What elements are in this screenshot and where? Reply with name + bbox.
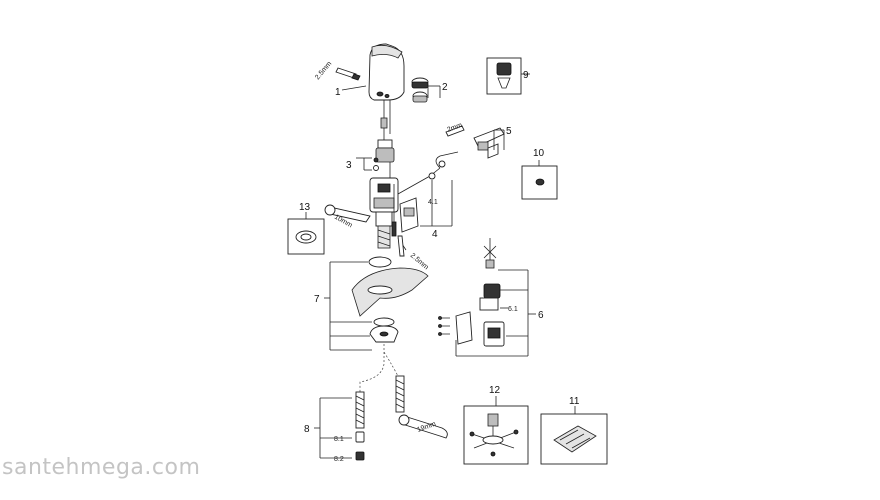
watermark-text: santehmega.com bbox=[2, 455, 201, 480]
aerator bbox=[411, 77, 429, 103]
seal-ring-box bbox=[287, 218, 325, 255]
callout-1: 1 bbox=[335, 87, 341, 98]
hex-key-2-5mm: 2.5mm bbox=[314, 60, 361, 81]
button-cap-box bbox=[521, 165, 558, 200]
wrench-10mm: 10mm bbox=[324, 204, 371, 230]
callout-8: 8 bbox=[304, 424, 310, 435]
connection-hose-set: 2.5mm bbox=[397, 151, 459, 271]
callout-7: 7 bbox=[314, 294, 320, 305]
callout-2: 2 bbox=[442, 82, 448, 93]
callout-8-2: 8.2 bbox=[334, 456, 344, 463]
svg-text:2mm: 2mm bbox=[446, 122, 463, 134]
callout-6-1: 6.1 bbox=[508, 306, 518, 313]
battery-box-set bbox=[438, 238, 505, 347]
valve-body bbox=[369, 128, 399, 249]
faucet-spout bbox=[368, 43, 405, 134]
callout-10: 10 bbox=[533, 148, 545, 159]
aerator-key-box bbox=[486, 57, 522, 95]
callout-4-1: 4.1 bbox=[428, 199, 438, 206]
callout-4: 4 bbox=[432, 229, 438, 240]
callout-8-1: 8.1 bbox=[334, 436, 344, 443]
callout-13: 13 bbox=[299, 202, 311, 213]
callout-12: 12 bbox=[489, 385, 501, 396]
wrench-19mm: 19mm bbox=[398, 414, 448, 439]
cartridge-box bbox=[540, 413, 608, 465]
callout-5: 5 bbox=[506, 126, 512, 137]
callout-6: 6 bbox=[538, 310, 544, 321]
callout-11: 11 bbox=[569, 396, 580, 407]
fixing-set bbox=[355, 375, 405, 461]
callout-3: 3 bbox=[346, 160, 352, 171]
svg-text:2.5mm: 2.5mm bbox=[314, 60, 333, 81]
cable-clips bbox=[373, 157, 379, 171]
assembly-tool-box bbox=[463, 405, 529, 465]
mounting-set bbox=[351, 256, 429, 343]
callout-9: 9 bbox=[523, 70, 529, 81]
